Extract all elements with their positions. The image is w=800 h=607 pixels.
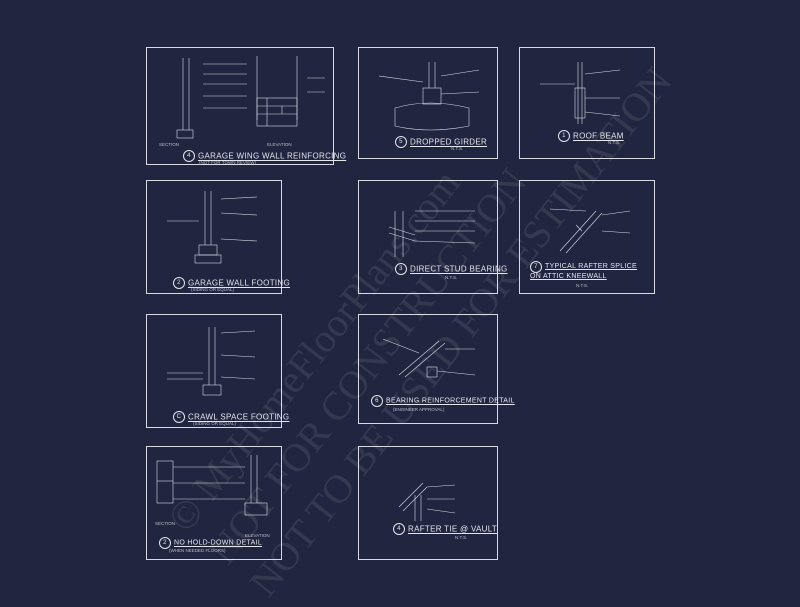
detail-sheet-garage-wing-wall: SECTION ELEVATION 4Garage Wing Wall Rein…: [146, 47, 346, 165]
elevation-label: ELEVATION: [245, 533, 270, 538]
detail-sheet-rafter-tie-vault: 4Rafter Tie @ Vault N.T.S.: [358, 446, 498, 560]
elevation-label: ELEVATION: [267, 142, 292, 147]
detail-caption: 4Rafter Tie @ Vault: [393, 523, 497, 535]
detail-title: Dropped Girder: [410, 137, 488, 147]
detail-number: 4: [183, 150, 195, 162]
detail-number: 3: [395, 263, 407, 275]
detail-caption: 2Garage Wall Footing: [173, 277, 290, 289]
detail-caption: 6Bearing Reinforcement Detail: [371, 395, 515, 407]
detail-note: (SIDING OR EQUAL): [191, 287, 235, 292]
detail-sheet-garage-wall-footing: 2Garage Wall Footing (SIDING OR EQUAL): [146, 180, 290, 294]
detail-note: N.T.S.: [445, 275, 458, 280]
section-label: SECTION: [155, 521, 176, 526]
detail-title: Roof Beam: [573, 131, 624, 141]
detail-title: Garage Wing Wall Reinforcing: [198, 151, 347, 161]
roof-beam-drawing: [540, 62, 621, 124]
rafter-splice-drawing: [549, 208, 631, 254]
detail-caption: CCrawl Space Footing: [173, 411, 289, 423]
detail-title: Rafter Tie @ Vault: [408, 524, 498, 534]
detail-number: 2: [173, 277, 185, 289]
detail-note: N.T.S.: [576, 283, 589, 288]
detail-title: Bearing Reinforcement Detail: [386, 397, 515, 405]
detail-note: N.T.S.: [451, 146, 464, 151]
detail-caption: 3Direct Stud Bearing: [395, 263, 508, 275]
detail-title: Typical Rafter Splice on Attic Kneewall: [530, 263, 638, 280]
garage-wing-wall-drawing: [176, 56, 325, 139]
detail-note: N.T.S.: [608, 140, 621, 145]
no-hold-down-drawing: [156, 455, 268, 516]
detail-number: 2: [159, 537, 171, 549]
detail-note: (SIDING OR EQUAL): [193, 421, 237, 426]
detail-number: 7: [530, 261, 542, 273]
garage-wall-footing-drawing: [167, 191, 258, 264]
direct-stud-bearing-drawing: [388, 210, 476, 257]
detail-sheet-dropped-girder: 5Dropped Girder N.T.S.: [358, 47, 498, 159]
detail-sheet-roof-beam: 1Roof Beam N.T.S.: [519, 47, 655, 159]
dropped-girder-drawing: [378, 62, 480, 131]
detail-sheet-rafter-splice: 7Typical Rafter Splice on Attic Kneewall…: [519, 180, 655, 294]
section-label: SECTION: [159, 142, 180, 147]
detail-note: (ENGINEER APPROVAL): [393, 407, 445, 412]
detail-caption: 4Garage Wing Wall Reinforcing: [183, 150, 346, 162]
crawl-space-footing-drawing: [167, 327, 256, 396]
detail-note: N.T.S.: [455, 535, 468, 540]
detail-title: Crawl Space Footing: [188, 412, 290, 422]
detail-title: Garage Wall Footing: [188, 278, 291, 288]
detail-caption: 5Dropped Girder: [395, 136, 487, 148]
detail-number: 5: [395, 136, 407, 148]
bearing-reinforcement-drawing: [382, 338, 476, 378]
detail-caption: 2No Hold-Down Detail: [159, 537, 262, 549]
detail-title: Direct Stud Bearing: [410, 264, 508, 274]
detail-note: (WHEN NEEDED FLOORS): [169, 548, 226, 553]
detail-sheet-bearing-reinforcement: 6Bearing Reinforcement Detail (ENGINEER …: [358, 314, 514, 424]
detail-number: 4: [393, 523, 405, 535]
detail-sheet-direct-stud-bearing: 3Direct Stud Bearing N.T.S.: [358, 180, 507, 294]
rafter-tie-vault-drawing: [398, 482, 456, 521]
detail-number: 6: [371, 395, 383, 407]
detail-number: 1: [558, 130, 570, 142]
detail-sheet-no-hold-down: SECTION ELEVATION 2No Hold-Down Detail (…: [146, 446, 282, 560]
detail-note: (NOT FOR TOWN REVIEW): [199, 160, 256, 165]
detail-sheet-crawl-space-footing: CCrawl Space Footing (SIDING OR EQUAL): [146, 314, 289, 428]
detail-caption: 7Typical Rafter Splice on Attic Kneewall: [530, 261, 648, 282]
detail-caption: 1Roof Beam: [558, 130, 624, 142]
detail-title: No Hold-Down Detail: [174, 539, 263, 547]
detail-number: C: [173, 411, 185, 423]
